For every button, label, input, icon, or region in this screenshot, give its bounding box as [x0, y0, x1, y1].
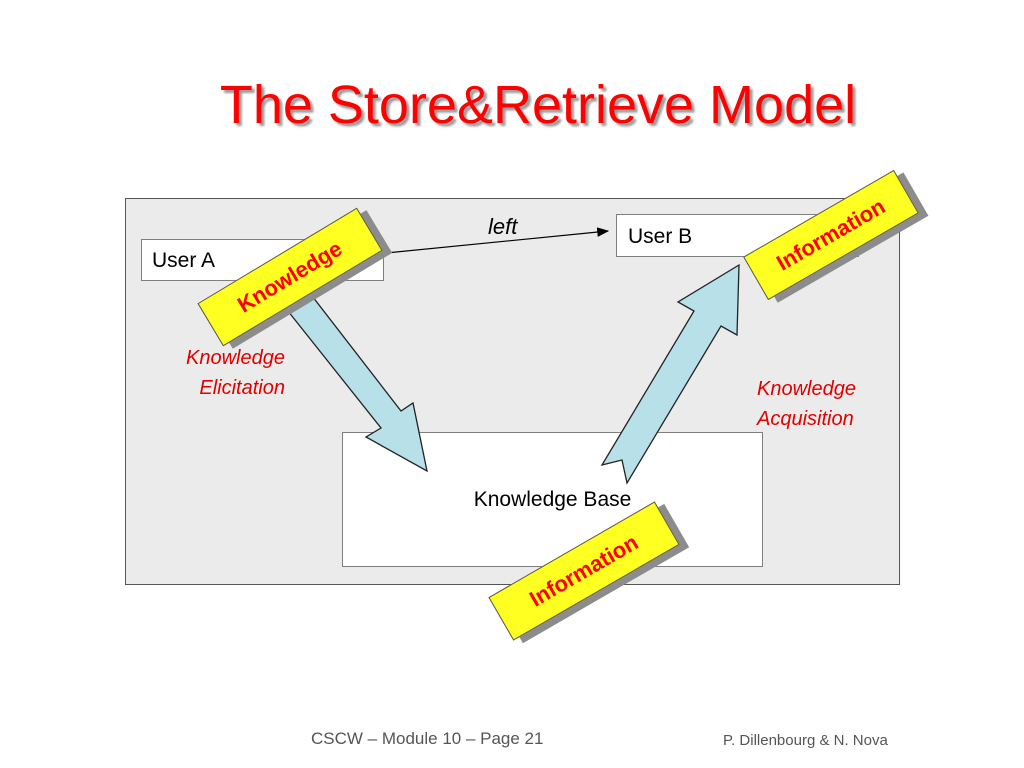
acquisition-line-2: Acquisition — [757, 408, 854, 430]
elicitation-line-2: Elicitation — [199, 377, 285, 399]
left-arrow-label: left — [488, 214, 518, 239]
user-a-label: User A — [152, 249, 216, 272]
elicitation-arrow — [274, 282, 428, 473]
acquisition-line-1: Knowledge — [757, 378, 856, 400]
user-b-label: User B — [628, 225, 693, 248]
knowledge-base-label: Knowledge Base — [473, 488, 632, 511]
acquisition-arrow — [600, 263, 740, 485]
knowledge-acquisition-label: Knowledge Acquisition — [757, 374, 856, 434]
footer-authors: P. Dillenbourg & N. Nova — [723, 732, 888, 749]
footer-page-info: CSCW – Module 10 – Page 21 — [311, 729, 544, 748]
left-arrow — [365, 227, 610, 256]
knowledge-elicitation-label: Knowledge Elicitation — [140, 343, 285, 403]
elicitation-line-1: Knowledge — [186, 347, 285, 369]
slide-title: The Store&Retrieve Model — [219, 75, 857, 135]
